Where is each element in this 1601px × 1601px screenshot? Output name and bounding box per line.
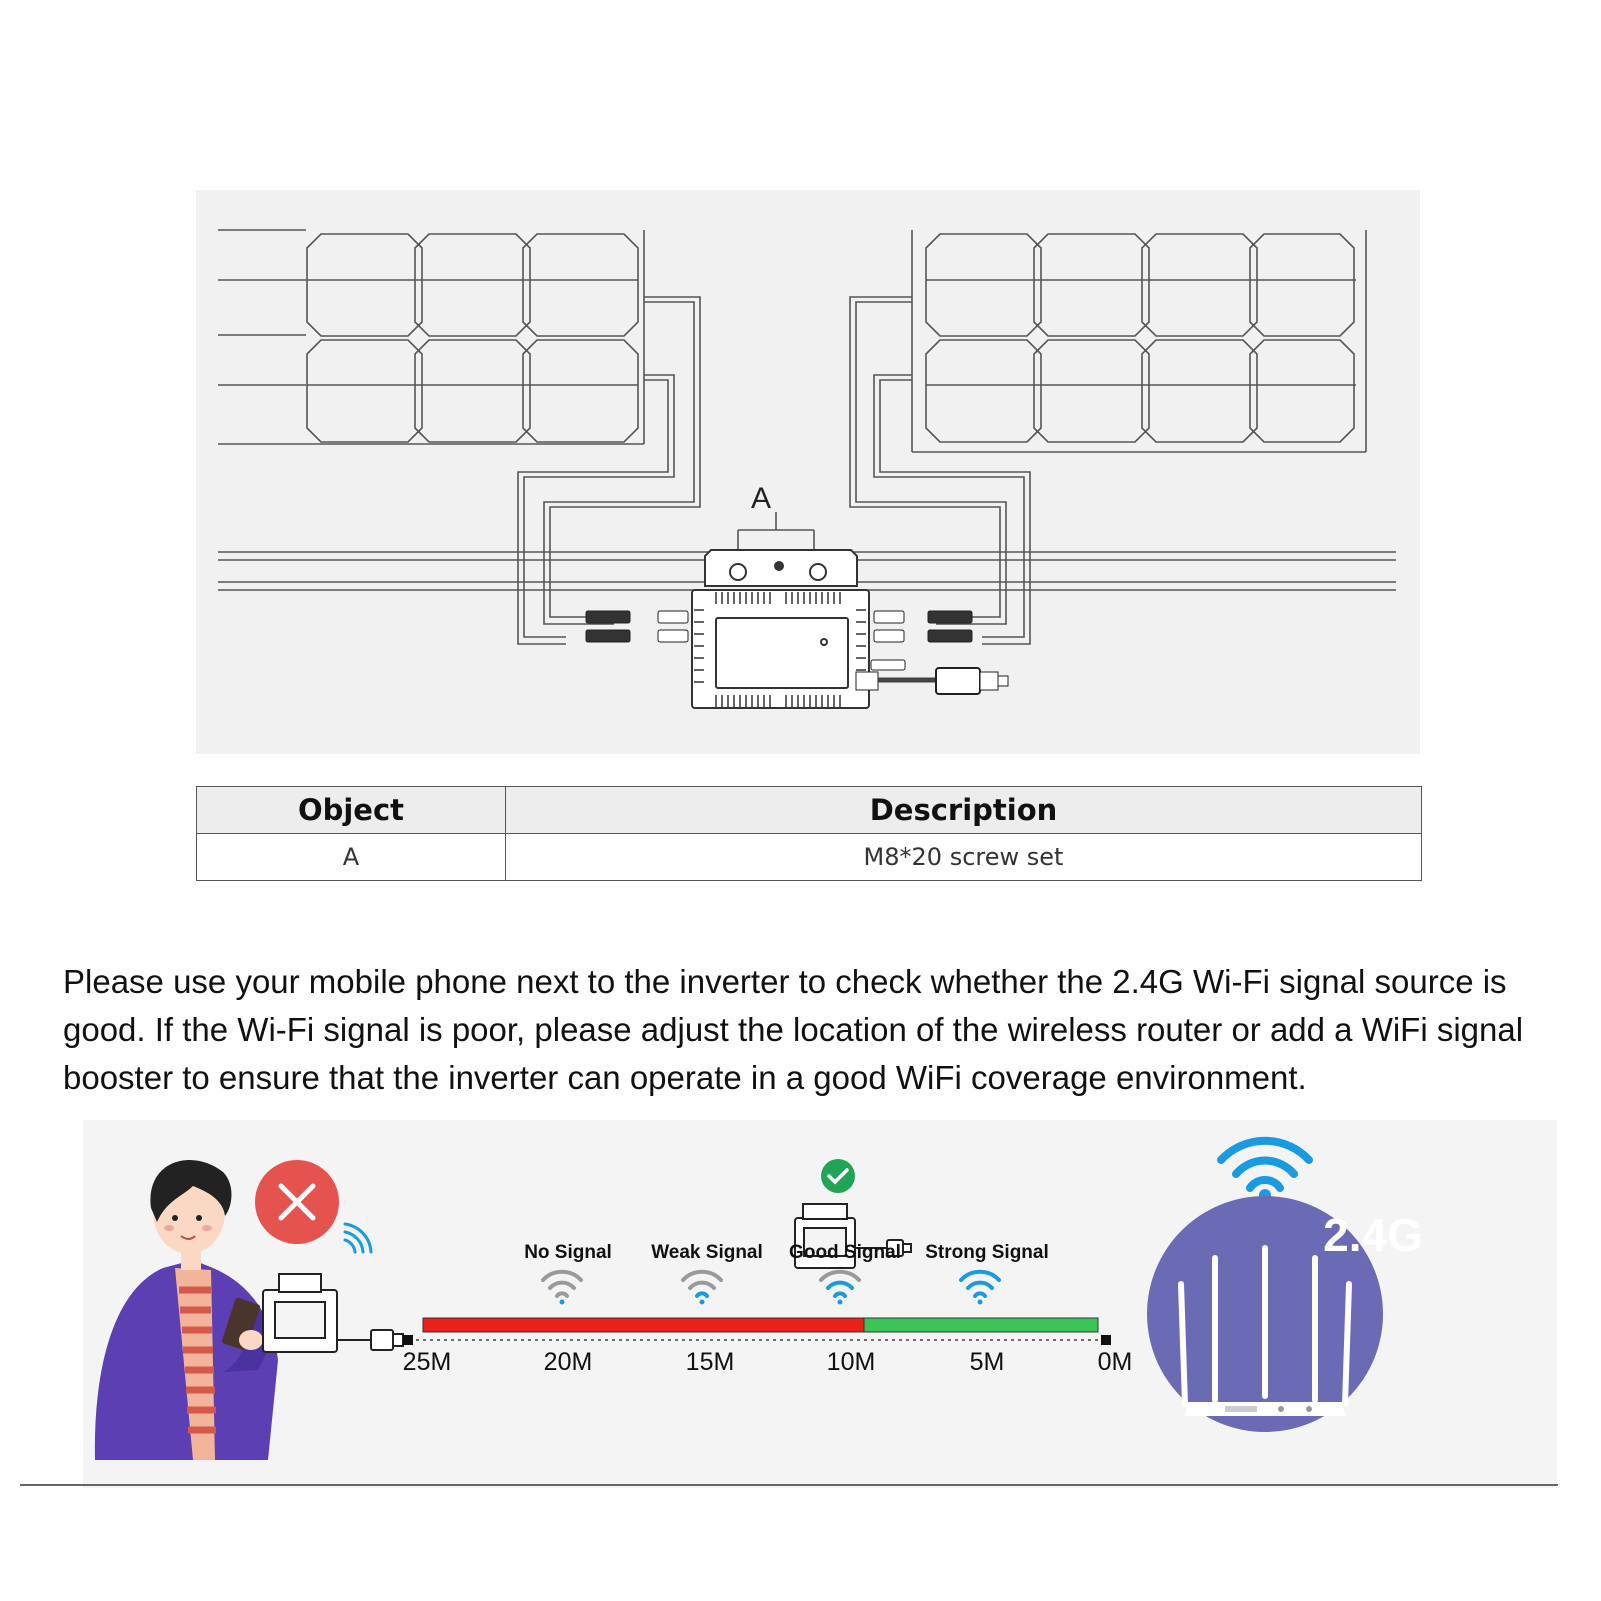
good-signal-label: Good Signal [789,1242,901,1263]
strong-signal-label: Strong Signal [925,1242,1049,1263]
bad-location-icon [255,1160,339,1244]
signal-distance-bar [403,1317,1111,1345]
good-signal-wifi-icon [819,1269,861,1305]
solar-panel-inverter-drawing [218,229,1396,709]
good-signal-segment [863,1317,1099,1333]
phone-wifi-icon [343,1222,373,1254]
object-cell: A [196,833,506,881]
poor-signal-segment [422,1317,865,1333]
router-band-label: 2.4G [1323,1209,1423,1261]
bottom-divider [20,1484,1558,1486]
distance-label-0m: 0M [1097,1348,1133,1376]
distance-label-15m: 15M [685,1348,735,1376]
column-header-object: Object [196,786,506,834]
mc4-connectors [585,610,1009,695]
object-description-table: Object Description A M8*20 screw set [196,786,1422,881]
callout-label-a: A [751,482,772,515]
wifi-signal-drawing [94,1136,1383,1460]
wifi-instruction-paragraph: Please use your mobile phone next to the… [63,963,1524,1096]
description-cell: M8*20 screw set [505,833,1422,881]
right-solar-panel [911,230,1367,453]
distance-label-10m: 10M [826,1348,876,1376]
inverter-small-center [794,1203,912,1269]
inverter-drawing [691,549,870,709]
router-illustration [1147,1136,1383,1432]
weak-signal-wifi-icon [681,1269,723,1305]
person-with-phone-illustration [94,1160,283,1460]
no-signal-label: No Signal [524,1242,612,1263]
wifi-signal-illustration: No Signal Weak Signal Good Signal Strong… [83,1120,1557,1488]
distance-label-5m: 5M [969,1348,1005,1376]
column-header-description: Description [505,786,1422,834]
installation-diagram: A [196,190,1420,754]
distance-label-25m: 25M [402,1348,452,1376]
good-location-icon [821,1159,855,1193]
table-header-row: Object Description [196,786,1422,834]
inverter-small-left [262,1273,404,1353]
table-row: A M8*20 screw set [196,833,1422,881]
no-signal-wifi-icon [541,1269,583,1305]
distance-label-20m: 20M [543,1348,593,1376]
weak-signal-label: Weak Signal [651,1242,763,1263]
left-solar-panel [218,229,645,445]
strong-signal-wifi-icon [959,1269,1001,1305]
